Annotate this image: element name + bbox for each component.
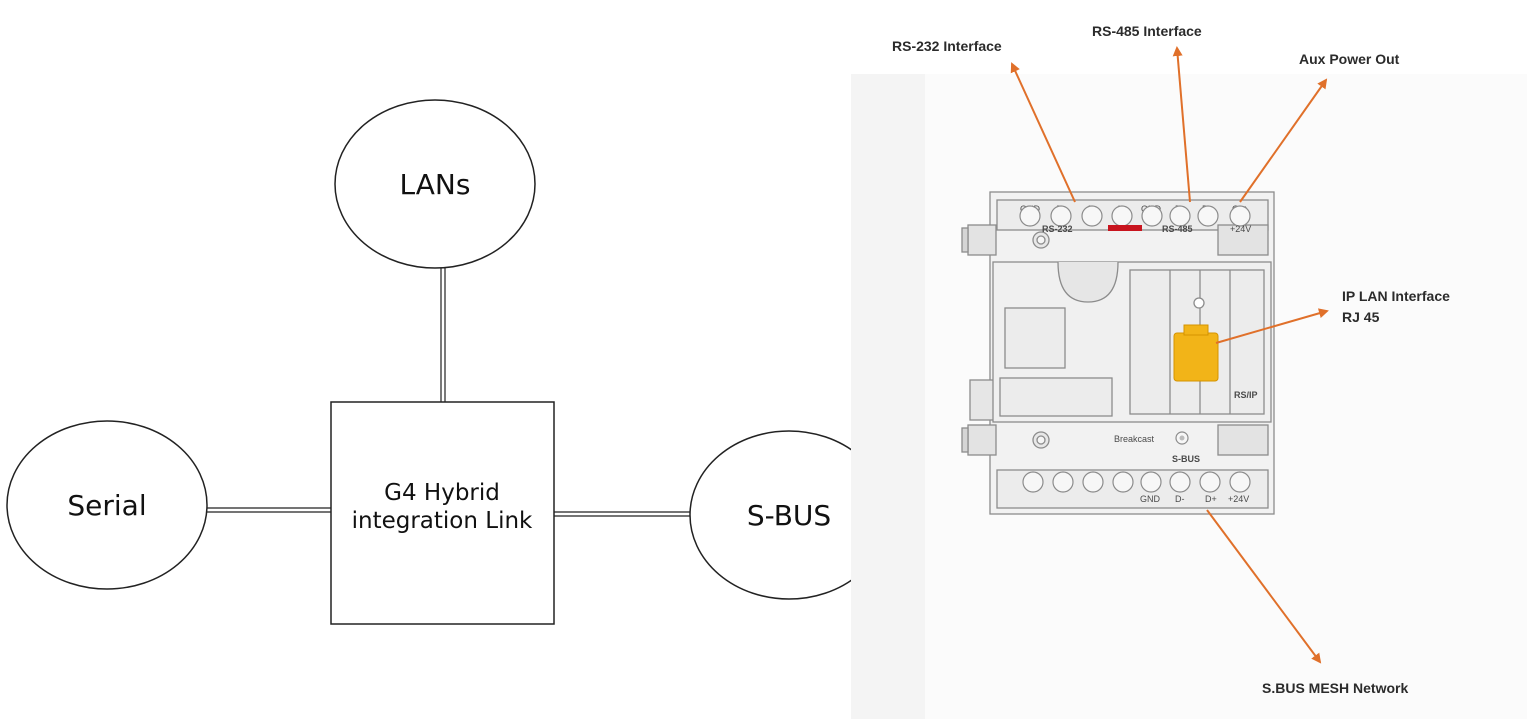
arrow-ip-lan xyxy=(1215,308,1329,344)
breakcast-button-center xyxy=(1179,435,1185,441)
device-body xyxy=(961,191,1275,515)
node-hub-label-line1: G4 Hybrid xyxy=(384,480,500,506)
connector-lans-hub xyxy=(440,268,446,402)
device-illustration: RS/IP GND T R X GND D- D+ Out RS-232 RS-… xyxy=(851,0,1527,719)
bottom-plus24v-label: +24V xyxy=(1228,494,1249,504)
node-lans: LANs xyxy=(334,99,536,269)
rs-ip-label: RS/IP xyxy=(1234,390,1258,400)
red-marker xyxy=(1108,225,1142,231)
node-hub: G4 Hybrid integration Link xyxy=(330,401,555,625)
group-rs485-label: RS-485 xyxy=(1162,224,1193,234)
callout-arrows xyxy=(1010,46,1329,664)
arrow-rs232 xyxy=(1010,62,1076,203)
bottom-gnd-label: GND xyxy=(1140,494,1161,504)
connector-hub-sbus xyxy=(554,511,690,517)
arrow-rs485 xyxy=(1172,46,1191,203)
top-plus24v-label: +24V xyxy=(1230,224,1251,234)
breakcast-label: Breakcast xyxy=(1114,434,1155,444)
callout-sbus-mesh: S.BUS MESH Network xyxy=(1262,680,1408,696)
callout-rs485: RS-485 Interface xyxy=(1092,23,1202,39)
bottom-dplus-label: D+ xyxy=(1205,494,1217,504)
callout-ip-lan-line2: RJ 45 xyxy=(1342,309,1380,325)
node-serial: Serial xyxy=(6,420,208,590)
node-serial-label: Serial xyxy=(67,489,146,522)
bottom-dminus-label: D- xyxy=(1175,494,1185,504)
node-hub-label-line2: integration Link xyxy=(352,508,533,534)
connector-serial-hub xyxy=(206,507,331,513)
callout-aux-power: Aux Power Out xyxy=(1299,51,1400,67)
callout-ip-lan-line1: IP LAN Interface xyxy=(1342,288,1450,304)
node-sbus: S-BUS xyxy=(689,430,889,600)
bottom-terminal-labels: GND D- D+ +24V xyxy=(1140,494,1249,504)
group-rs232-label: RS-232 xyxy=(1042,224,1073,234)
photo-top-band xyxy=(851,0,1527,74)
node-sbus-label: S-BUS xyxy=(747,499,831,532)
group-sbus-label: S-BUS xyxy=(1172,454,1200,464)
callout-rs232: RS-232 Interface xyxy=(892,38,1002,54)
arrow-aux-power xyxy=(1239,78,1328,203)
block-diagram: LANs Serial S-BUS G4 Hybrid integration … xyxy=(6,99,889,625)
arrow-sbus-mesh xyxy=(1206,509,1322,664)
top-terminal-sockets xyxy=(1019,205,1251,227)
bottom-terminal-sockets xyxy=(1022,471,1251,493)
rj45-port xyxy=(1173,324,1219,382)
node-lans-label: LANs xyxy=(400,168,471,201)
